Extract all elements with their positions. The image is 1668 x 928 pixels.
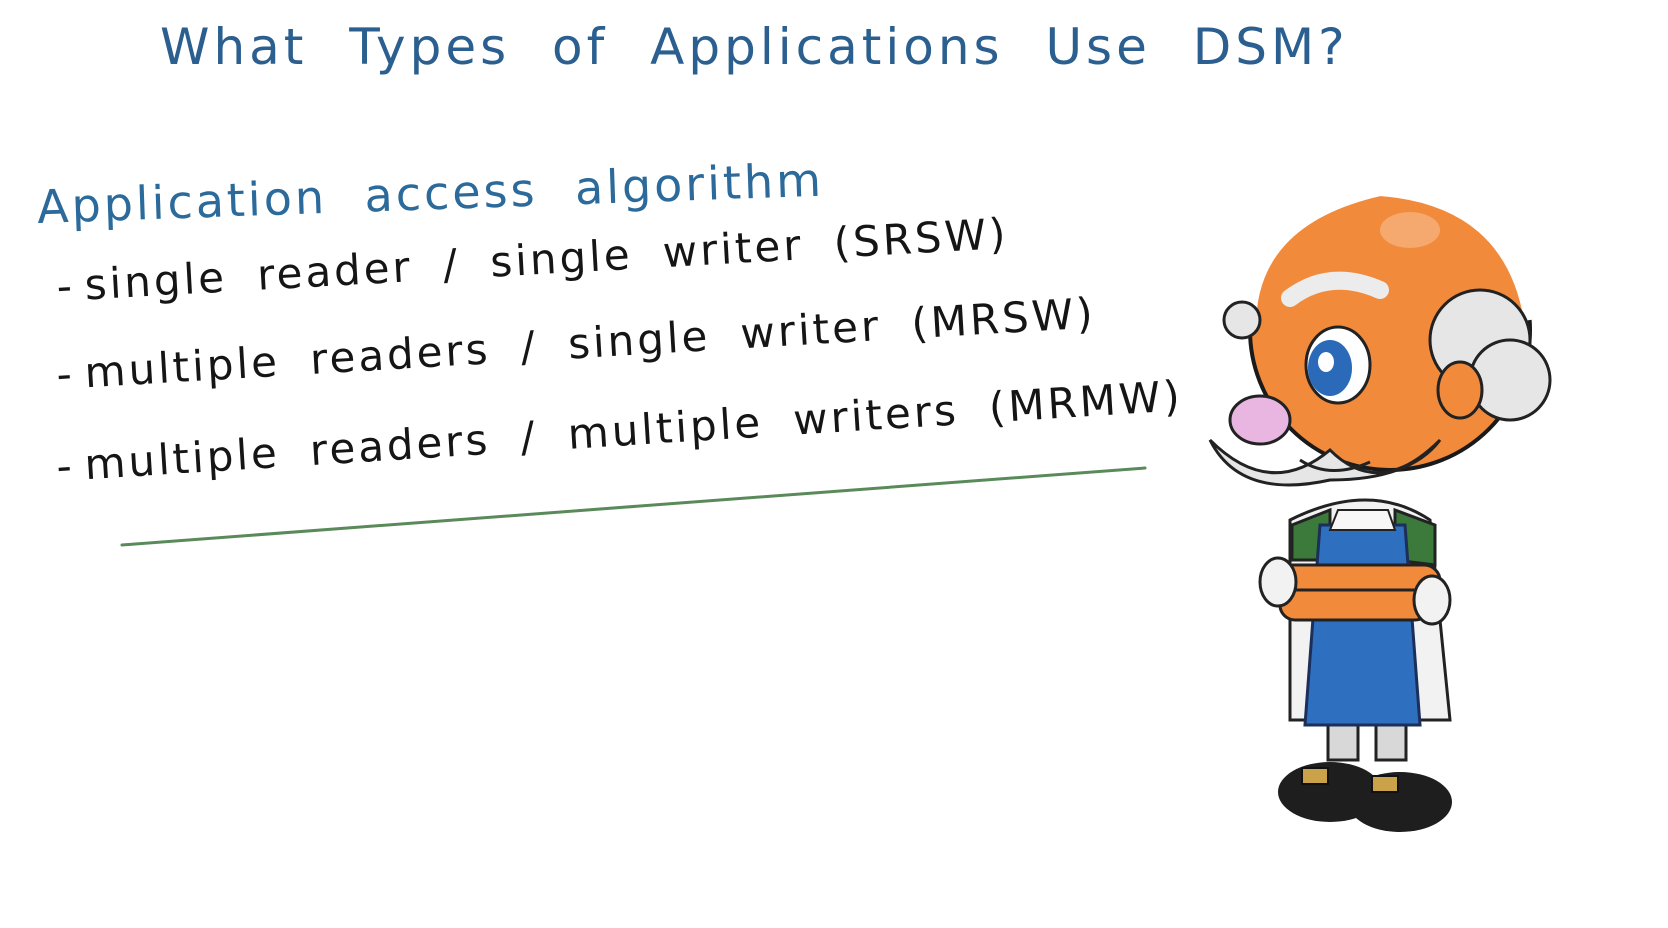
professor-mascot-icon [1208, 183, 1552, 832]
slide-title: What Types of Applications Use DSM? [160, 18, 1349, 76]
